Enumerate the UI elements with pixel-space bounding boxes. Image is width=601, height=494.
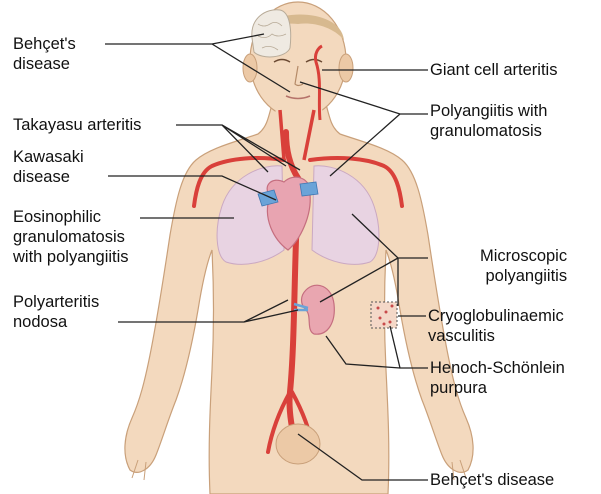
label-kawasaki: Kawasaki disease [13,147,84,187]
label-takayasu: Takayasu arteritis [13,115,141,135]
label-line: polyangiitis [480,266,567,286]
label-line: Eosinophilic [13,207,129,227]
label-line: Kawasaki [13,147,84,167]
label-pan: Polyarteritis nodosa [13,292,99,332]
label-cryo: Cryoglobulinaemic vasculitis [428,306,564,346]
label-line: granulomatosis [430,121,547,141]
label-line: with polyangiitis [13,247,129,267]
label-line: Polyangiitis with [430,101,547,121]
label-gpa: Polyangiitis with granulomatosis [430,101,547,141]
label-line: Behçet's disease [430,470,554,490]
label-line: Behçet's [13,34,76,54]
brain [252,10,291,57]
label-line: disease [13,54,76,74]
label-line: granulomatosis [13,227,129,247]
label-line: purpura [430,378,565,398]
label-line: Giant cell arteritis [430,60,557,80]
label-microscopic: Microscopic polyangiitis [480,246,567,286]
genitals [276,424,320,464]
label-behcet-genital: Behçet's disease [430,470,554,490]
label-line: Henoch-Schönlein [430,358,565,378]
label-giant-cell: Giant cell arteritis [430,60,557,80]
label-egpa: Eosinophilic granulomatosis with polyang… [13,207,129,267]
label-line: vasculitis [428,326,564,346]
label-line: Microscopic [480,246,567,266]
label-line: disease [13,167,84,187]
label-hsp: Henoch-Schönlein purpura [430,358,565,398]
label-line: Takayasu arteritis [13,115,141,135]
label-line: Cryoglobulinaemic [428,306,564,326]
label-line: nodosa [13,312,99,332]
label-behcet-head: Behçet's disease [13,34,76,74]
right-ear [339,54,353,82]
label-line: Polyarteritis [13,292,99,312]
